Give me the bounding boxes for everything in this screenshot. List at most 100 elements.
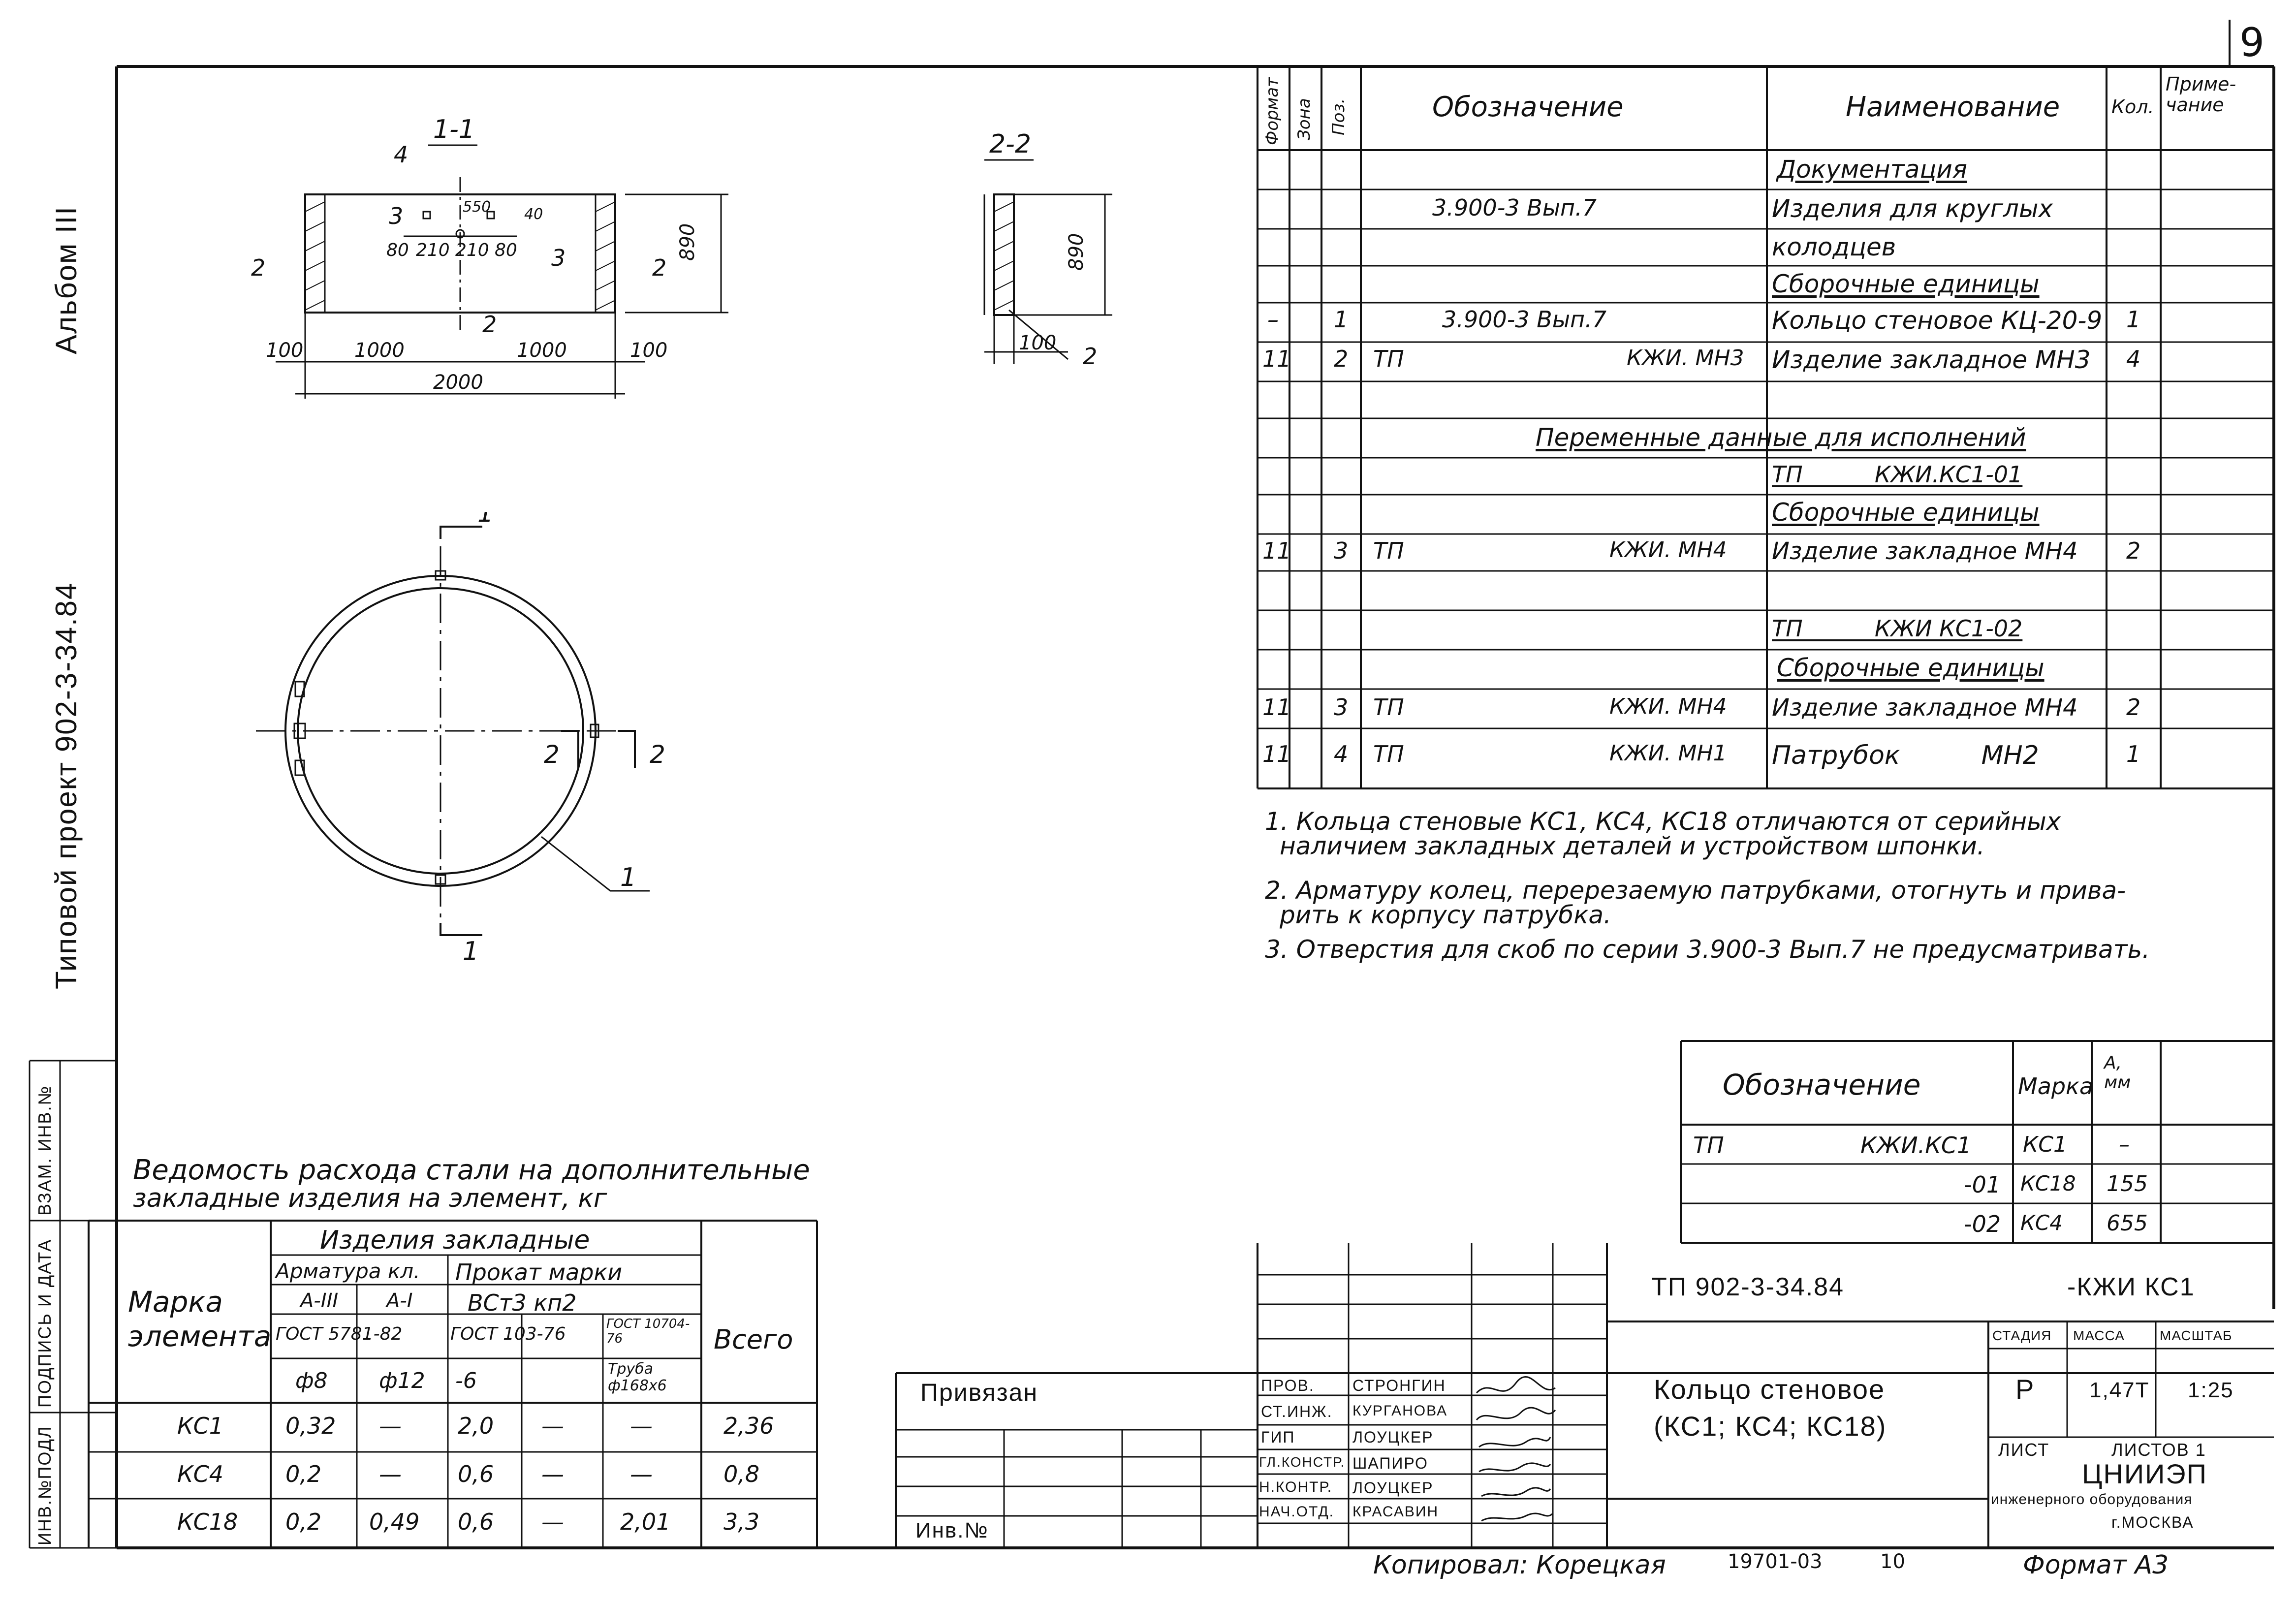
- stamp-code: ТП 902-3-34.84: [1651, 1273, 1845, 1301]
- spec-row-name: Сборочные единицы: [1772, 270, 2040, 298]
- stamp-role: НАЧ.ОТД.: [1259, 1504, 1334, 1520]
- steel-header-rebar: Арматура кл.: [276, 1259, 420, 1283]
- steel-row-mark: КС4: [177, 1461, 224, 1487]
- stamp-scale: 1:25: [2188, 1378, 2234, 1402]
- steel-row-cell: —: [541, 1461, 564, 1487]
- steel-row-total: 3,3: [723, 1509, 760, 1535]
- side-field-inv: ИНВ.№ПОДЛ: [34, 1425, 55, 1545]
- spec-row-pos: 4: [1334, 741, 1349, 767]
- variants-header-mark: Марка: [2018, 1073, 2094, 1100]
- svg-text:2: 2: [544, 740, 560, 769]
- stamp-person: ШАПИРО: [1352, 1454, 1428, 1472]
- spec-row-name: Патрубок МН2: [1772, 741, 2039, 770]
- stamp-mark: -КЖИ КС1: [2067, 1273, 2195, 1301]
- variants-row-designation-sub: КЖИ.КС1: [1860, 1132, 1972, 1159]
- spec-row-pos: 2: [1334, 346, 1349, 372]
- steel-header-rolled: Прокат марки: [455, 1259, 623, 1286]
- svg-text:100: 100: [1019, 332, 1056, 354]
- variants-header-a: А, мм: [2104, 1053, 2131, 1093]
- footer-format: Формат А3: [2023, 1550, 2169, 1580]
- spec-header-format: Формат: [1262, 77, 1282, 145]
- variants-row-mark: КС4: [2020, 1211, 2063, 1235]
- spec-row-name: Сборочные единицы: [1772, 498, 2040, 527]
- spec-row-designation-sub: КЖИ. МН4: [1609, 537, 1727, 563]
- svg-text:1000: 1000: [517, 339, 567, 362]
- spec-header-note: Приме-чание: [2166, 73, 2236, 116]
- spec-row-format: 11: [1262, 346, 1291, 372]
- plan-drawing: 1 1 2 2 1: [256, 512, 665, 966]
- variants-row-a: 155: [2107, 1171, 2148, 1196]
- steel-row-total: 0,8: [723, 1461, 760, 1487]
- svg-text:890: 890: [676, 223, 699, 261]
- stamp-sheets: ЛИСТОВ 1: [2111, 1440, 2206, 1460]
- svg-text:2: 2: [650, 740, 665, 769]
- stamp-role: ГИП: [1261, 1428, 1295, 1446]
- svg-text:40: 40: [524, 206, 543, 223]
- variants-row-designation-sub: -02: [1964, 1211, 2001, 1237]
- steel-row-total: 2,36: [723, 1413, 774, 1439]
- privyazan-label: Привязан: [920, 1379, 1038, 1406]
- steel-row-cell: 0,2: [285, 1461, 322, 1487]
- spec-row-pos: 1: [1334, 306, 1349, 333]
- svg-text:2: 2: [652, 254, 666, 281]
- svg-text:1: 1: [463, 937, 479, 966]
- stamp-person: ЛОУЦКЕР: [1352, 1479, 1434, 1497]
- spec-header-name: Наименование: [1846, 91, 2060, 123]
- stamp-role: СТ.ИНЖ.: [1261, 1403, 1333, 1420]
- spec-row-name: Изделие закладное МН4: [1772, 694, 2078, 722]
- stamp-sheet: ЛИСТ: [1998, 1440, 2050, 1460]
- steel-row-cell: —: [630, 1461, 653, 1487]
- spec-row-name: ТП КЖИ.КС1-01: [1772, 461, 2023, 488]
- stamp-header-mass: МАССА: [2073, 1328, 2125, 1343]
- spec-header-qty: Кол.: [2111, 96, 2154, 118]
- note-line: рить к корпусу патрубка.: [1280, 901, 1611, 929]
- steel-row-cell: 0,6: [458, 1509, 494, 1535]
- steel-row-cell: 0,2: [285, 1509, 322, 1535]
- spec-row-qty: 4: [2126, 346, 2141, 372]
- spec-row-name: колодцев: [1772, 233, 1896, 261]
- spec-row-designation-sub: КЖИ. МН1: [1609, 741, 1727, 766]
- stamp-role: ГЛ.КОНСТР.: [1259, 1454, 1346, 1470]
- variants-row-mark: КС18: [2020, 1171, 2076, 1195]
- spec-row-designation-sub: КЖИ. МН3: [1627, 346, 1744, 371]
- svg-text:100: 100: [266, 339, 303, 362]
- svg-text:80: 80: [495, 240, 517, 260]
- steel-row-cell: —: [541, 1509, 564, 1535]
- spec-row-qty: 1: [2126, 306, 2141, 333]
- variants-row-mark: КС1: [2023, 1132, 2067, 1157]
- steel-row-cell: 0,6: [458, 1461, 494, 1487]
- footer-copied: Копировал: Корецкая: [1373, 1550, 1666, 1580]
- note-line: 3. Отверстия для скоб по серии 3.900-3 В…: [1265, 935, 2150, 964]
- steel-row-cell: —: [541, 1413, 564, 1439]
- stamp-org-line2: инженерного оборудования: [1991, 1491, 2193, 1508]
- steel-row-cell: 2,0: [458, 1413, 494, 1439]
- spec-row-name: Кольцо стеновое КЦ-20-9: [1772, 306, 2103, 335]
- spec-row-name: Изделия для круглых: [1772, 194, 2053, 223]
- steel-row-cell: 2,01: [620, 1509, 671, 1535]
- svg-text:1: 1: [477, 512, 494, 528]
- steel-title-line1: Ведомость расхода стали на дополнительны…: [133, 1154, 810, 1186]
- steel-row-cell: —: [379, 1461, 402, 1487]
- svg-text:3: 3: [551, 245, 566, 271]
- spec-header-zone: Зона: [1294, 98, 1314, 140]
- spec-row-qty: 1: [2126, 741, 2141, 767]
- variants-row-designation-sub: -01: [1964, 1171, 2001, 1198]
- svg-text:210: 210: [416, 240, 450, 260]
- stamp-person: СТРОНГИН: [1352, 1377, 1446, 1394]
- spec-row-name: Изделие закладное МН3: [1772, 346, 2091, 374]
- stamp-person: КРАСАВИН: [1352, 1504, 1439, 1520]
- signatures: [1476, 1376, 1556, 1522]
- stamp-header-stage: СТАДИЯ: [1992, 1328, 2052, 1343]
- svg-text:2000: 2000: [433, 371, 483, 394]
- steel-header-pipe: Труба ф168х6: [608, 1360, 667, 1394]
- spec-row-designation: ТП: [1373, 694, 1404, 721]
- steel-header-a1: А-I: [386, 1289, 413, 1312]
- spec-row-format: –: [1267, 306, 1279, 333]
- svg-text:80: 80: [386, 240, 409, 260]
- svg-text:890: 890: [1065, 233, 1088, 271]
- stamp-mass: 1,47Т: [2089, 1378, 2150, 1402]
- spec-row-name: Изделие закладное МН4: [1772, 537, 2078, 565]
- steel-header-gost2: ГОСТ 103-76: [450, 1324, 566, 1344]
- spec-row-format: 11: [1262, 537, 1291, 564]
